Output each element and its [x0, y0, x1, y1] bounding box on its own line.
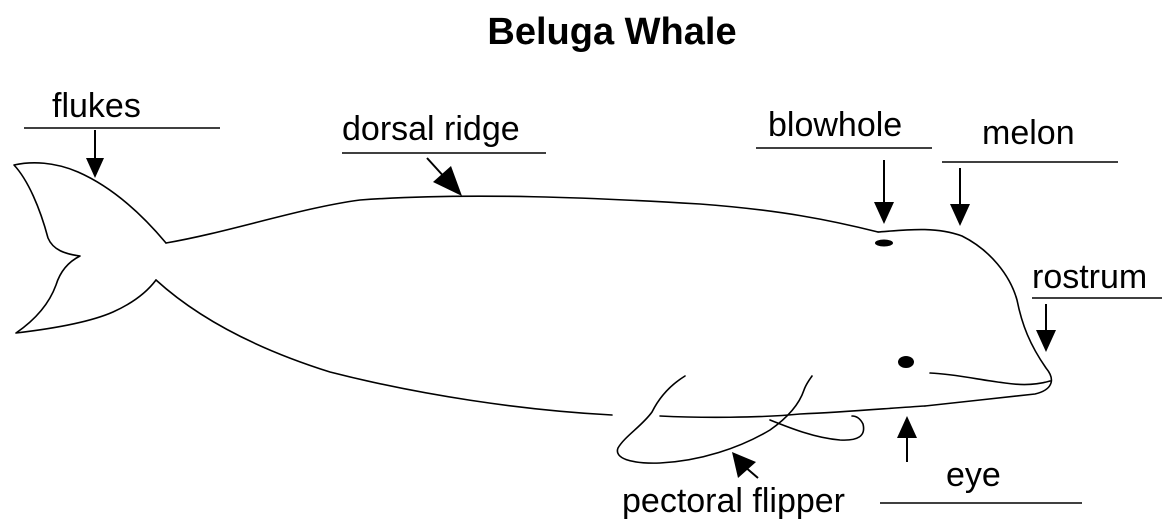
pectoral-flipper-arrow-shaft	[744, 466, 758, 478]
label-rostrum: rostrum	[1032, 258, 1147, 296]
belly-outline	[156, 280, 612, 415]
head-outline	[878, 230, 1051, 407]
eye-arrow-head-icon	[897, 416, 917, 438]
label-melon: melon	[982, 114, 1075, 152]
flukes-outline	[14, 163, 166, 333]
diagram-title: Beluga Whale	[487, 11, 736, 53]
label-melon-group: melon	[942, 114, 1118, 226]
label-flukes: flukes	[52, 87, 141, 125]
label-pectoral-flipper: pectoral flipper	[622, 482, 845, 520]
label-rostrum-group: rostrum	[1032, 258, 1162, 352]
mouth-line	[930, 373, 1050, 384]
whale-outline	[14, 163, 1051, 463]
back-outline	[166, 196, 878, 243]
chin-outline	[660, 406, 925, 417]
rostrum-arrow-head-icon	[1036, 330, 1056, 352]
label-eye: eye	[946, 456, 1001, 494]
label-eye-group: eye	[880, 416, 1082, 503]
blowhole-mark	[875, 240, 893, 247]
label-blowhole-group: blowhole	[756, 106, 932, 224]
label-blowhole: blowhole	[768, 106, 902, 144]
label-dorsal-ridge: dorsal ridge	[342, 110, 520, 148]
pectoral-flipper-outline	[617, 376, 812, 463]
label-pectoral-flipper-group: pectoral flipper	[622, 452, 845, 520]
blowhole-arrow-head-icon	[874, 202, 894, 224]
eye-mark	[898, 356, 914, 368]
flukes-arrow-head-icon	[86, 158, 104, 178]
melon-arrow-head-icon	[950, 204, 970, 226]
label-dorsal-ridge-group: dorsal ridge	[342, 110, 546, 196]
